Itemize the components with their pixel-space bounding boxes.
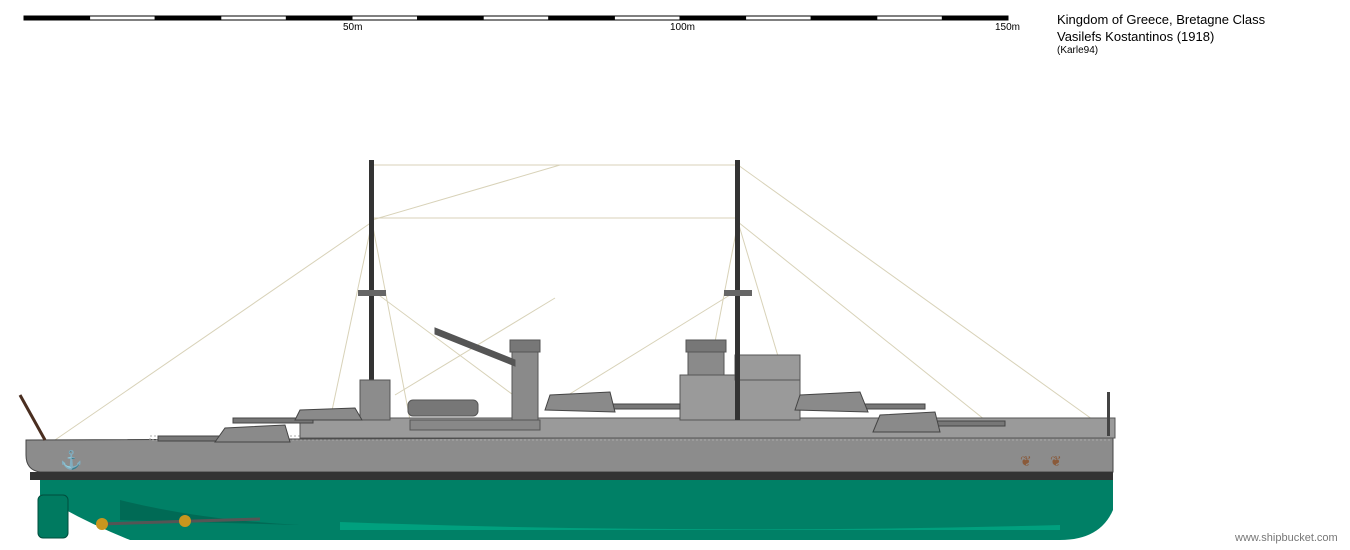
masts	[358, 160, 1110, 436]
scale-segment	[548, 15, 615, 21]
scale-segment	[351, 15, 419, 21]
propeller-icon	[179, 515, 191, 527]
funnel-aft	[511, 344, 539, 421]
hull-above-water: ⚓ ❦ ❦	[18, 394, 1114, 480]
scale-label-150m: 150m	[995, 22, 1021, 33]
scale-segment	[613, 15, 681, 21]
scale-segment	[285, 15, 353, 21]
propeller-icon	[96, 518, 108, 530]
scale-segment	[89, 15, 156, 21]
scale-segment	[23, 15, 91, 21]
underwater-hull	[37, 478, 1113, 540]
scale-segment	[941, 15, 1009, 21]
crest-icon: ❦	[1050, 453, 1062, 469]
scale-segment	[417, 15, 484, 21]
scale-segment	[810, 15, 878, 21]
scale-segment	[876, 15, 943, 21]
anchor-icon: ⚓	[60, 449, 82, 470]
crest-icon: ❦	[1020, 453, 1032, 469]
scale-segment	[679, 15, 747, 21]
rigging-lines	[54, 164, 1111, 441]
title-line-2: Vasilefs Kostantinos (1918)	[1057, 29, 1215, 44]
author-credit: (Karle94)	[1057, 45, 1099, 56]
crane	[434, 327, 516, 367]
gun-turrets	[157, 391, 1006, 443]
watermark: www.shipbucket.com	[1235, 532, 1338, 544]
scale-bar	[23, 15, 1009, 21]
scale-label-50m: 50m	[343, 22, 363, 33]
title-line-1: Kingdom of Greece, Bretagne Class	[1057, 12, 1266, 27]
scale-segment	[154, 15, 222, 21]
scale-segment	[220, 15, 287, 21]
superstructure	[299, 327, 1116, 439]
boat	[407, 399, 479, 417]
scale-segment	[745, 15, 812, 21]
scale-label-100m: 100m	[670, 22, 696, 33]
scale-segment	[482, 15, 550, 21]
